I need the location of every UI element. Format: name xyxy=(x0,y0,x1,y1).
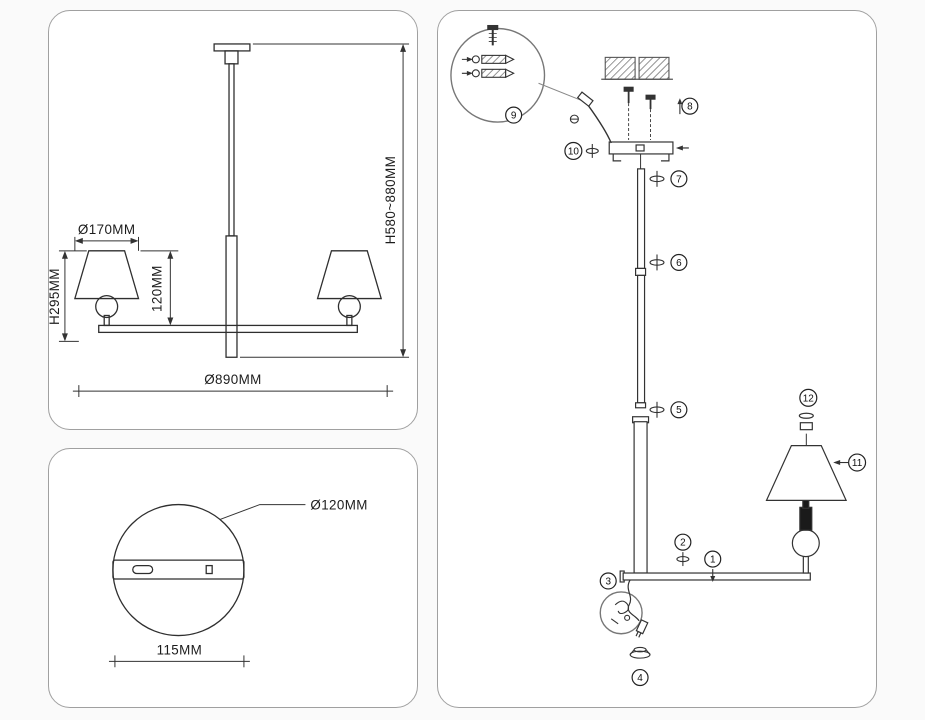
ceiling-hatch xyxy=(601,56,673,80)
part-label-1-text: 1 xyxy=(710,555,716,566)
dim-label-bracket-length: 115MM xyxy=(157,642,203,657)
part-label-5: 5 xyxy=(670,401,688,419)
mounting-screws xyxy=(623,86,656,140)
part-label-10: 10 xyxy=(564,141,583,161)
canopy-top-view xyxy=(112,503,245,637)
part-label-6: 6 xyxy=(670,253,688,272)
dim-label-shade-drop: 120MM xyxy=(149,265,164,312)
chandelier-fixture xyxy=(73,43,383,358)
part-label-8-text: 8 xyxy=(687,102,693,113)
sphere-left xyxy=(95,294,119,319)
dim-shade-diameter: Ø170MM xyxy=(74,222,140,251)
finial-ring-icon xyxy=(799,422,813,431)
dim-label-canopy-diameter: Ø120MM xyxy=(310,498,367,513)
part-label-4: 4 xyxy=(631,668,649,687)
sphere-right xyxy=(337,294,361,319)
part-label-7: 7 xyxy=(670,170,688,188)
arrow-icon xyxy=(710,576,716,582)
lamp-shade-right xyxy=(316,250,383,300)
hook-detail-parts xyxy=(610,600,631,625)
dim-label-shade-diameter: Ø170MM xyxy=(78,222,136,237)
dim-label-overall-width: Ø890MM xyxy=(204,372,262,387)
part-label-8: 8 xyxy=(681,97,699,115)
plug-icon xyxy=(635,619,649,638)
part-label-12: 12 xyxy=(799,388,818,407)
arrow-icon xyxy=(466,70,473,76)
part-label-12-text: 12 xyxy=(803,393,815,404)
power-cable xyxy=(569,91,612,144)
nut-icon xyxy=(649,401,665,418)
dim-overall-height: H580~880MM xyxy=(239,43,410,358)
dim-bracket-length: 115MM xyxy=(108,642,250,668)
finial-disc-icon xyxy=(798,412,814,419)
part-label-9-text: 9 xyxy=(511,111,517,122)
part-label-2: 2 xyxy=(674,533,692,551)
cable-connector xyxy=(576,91,594,108)
part-label-3: 3 xyxy=(599,572,617,590)
dim-shade-drop: 120MM xyxy=(140,250,179,326)
part-label-11-text: 11 xyxy=(852,458,863,469)
part-label-4-text: 4 xyxy=(637,673,643,684)
hook-detail-circle xyxy=(599,591,643,635)
dim-lamp-height: H295MM xyxy=(49,250,87,342)
mounting-plate xyxy=(608,141,689,162)
anchor-detail-parts xyxy=(461,24,515,79)
arrow-icon xyxy=(466,56,473,62)
part-label-11: 11 xyxy=(848,453,867,472)
part-label-7-text: 7 xyxy=(676,174,682,185)
mounting-bar xyxy=(112,559,245,580)
ceiling-mount xyxy=(213,43,251,65)
arrow-icon xyxy=(833,460,841,466)
sphere-part xyxy=(791,529,820,558)
assembly-arrows xyxy=(677,98,849,582)
lamp-arm-assembly xyxy=(619,412,848,583)
nut-icon xyxy=(649,254,665,271)
dim-label-overall-height: H580~880MM xyxy=(383,156,398,245)
assembly-diagram: 1 2 3 4 5 6 7 xyxy=(450,24,867,687)
panel-assembly: 1 2 3 4 5 6 7 xyxy=(437,10,877,708)
slot-hole xyxy=(132,564,154,575)
canopy-drawing: Ø120MM 115MM xyxy=(108,498,367,668)
center-rod xyxy=(225,63,238,358)
part-label-2-text: 2 xyxy=(680,538,686,549)
arrow-icon xyxy=(677,98,683,105)
wall-anchor-icon xyxy=(471,54,515,65)
lock-nuts xyxy=(585,143,690,567)
lamp-shade-left xyxy=(73,250,140,300)
dim-label-lamp-height: H295MM xyxy=(49,268,62,325)
arrow-icon xyxy=(675,145,683,151)
part-label-3-text: 3 xyxy=(605,576,611,587)
panel-canopy: Ø120MM 115MM xyxy=(48,448,418,708)
rod-sections xyxy=(632,153,650,574)
lamp-socket xyxy=(799,506,813,531)
panel-dimensions: Ø170MM H295MM 120MM xyxy=(48,10,418,430)
dim-canopy-diameter: Ø120MM xyxy=(219,498,367,520)
part-label-9: 9 xyxy=(505,106,523,124)
nut-icon xyxy=(676,552,690,567)
part-label-1: 1 xyxy=(704,550,722,568)
part-label-5-text: 5 xyxy=(676,405,682,416)
wall-anchor-icon xyxy=(471,68,515,79)
dim-overall-width: Ø890MM xyxy=(72,372,394,398)
part-label-6-text: 6 xyxy=(676,258,682,269)
part-label-10-text: 10 xyxy=(568,146,580,157)
screw-icon xyxy=(487,24,499,31)
power-cord xyxy=(627,579,649,638)
lamp-shade-part xyxy=(765,445,848,501)
square-hole xyxy=(205,564,213,575)
chandelier-dimension-drawing: Ø170MM H295MM 120MM xyxy=(49,43,410,398)
nut-icon xyxy=(649,170,665,187)
shade-ring-icon xyxy=(629,646,651,659)
cross-arm xyxy=(98,314,358,334)
